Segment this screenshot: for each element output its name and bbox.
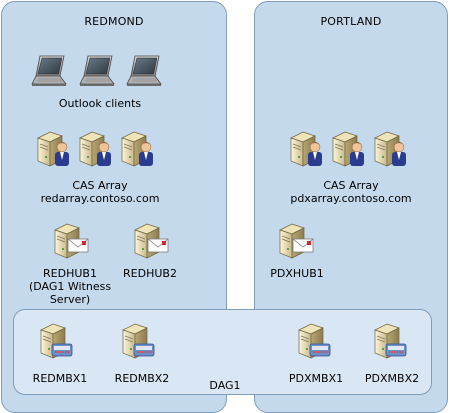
cas-server-user-icon — [35, 130, 73, 170]
cas-server-user-icon — [372, 130, 410, 170]
cas-server-user-icon — [119, 130, 157, 170]
cas-array-fqdn-redmond: redarray.contoso.com — [40, 192, 160, 205]
laptop-icon — [78, 54, 116, 88]
redhub1-role-label: (DAG1 Witness — [28, 280, 112, 293]
cas-array-label-redmond: CAS Array — [72, 179, 128, 192]
site-title-portland: PORTLAND — [320, 15, 382, 28]
redhub1-role-label-2: Server) — [49, 293, 91, 306]
mailbox-server-icon — [120, 322, 158, 362]
dag-label: DAG1 — [209, 379, 241, 392]
redhub2-label: REDHUB2 — [123, 267, 177, 280]
mailbox-server-icon — [372, 322, 410, 362]
outlook-clients-label: Outlook clients — [58, 97, 142, 110]
mailbox-server-label: REDMBX2 — [114, 372, 170, 385]
cas-array-fqdn-portland: pdxarray.contoso.com — [290, 192, 412, 205]
mailbox-server-label: PDXMBX2 — [364, 372, 420, 385]
cas-array-label-portland: CAS Array — [323, 179, 379, 192]
mailbox-server-icon — [296, 322, 334, 362]
hub-server-mail-icon — [132, 222, 170, 262]
mailbox-server-label: REDMBX1 — [32, 372, 88, 385]
pdxhub1-label: PDXHUB1 — [270, 267, 324, 280]
dag-container — [13, 309, 432, 395]
cas-server-user-icon — [288, 130, 326, 170]
cas-server-user-icon — [330, 130, 368, 170]
site-title-redmond: REDMOND — [84, 15, 144, 28]
hub-server-mail-icon — [52, 222, 90, 262]
mailbox-server-icon — [38, 322, 76, 362]
mailbox-server-label: PDXMBX1 — [288, 372, 344, 385]
cas-server-user-icon — [77, 130, 115, 170]
hub-server-mail-icon — [277, 222, 315, 262]
laptop-icon — [125, 54, 163, 88]
redhub1-label: REDHUB1 — [43, 267, 97, 280]
laptop-icon — [30, 54, 68, 88]
